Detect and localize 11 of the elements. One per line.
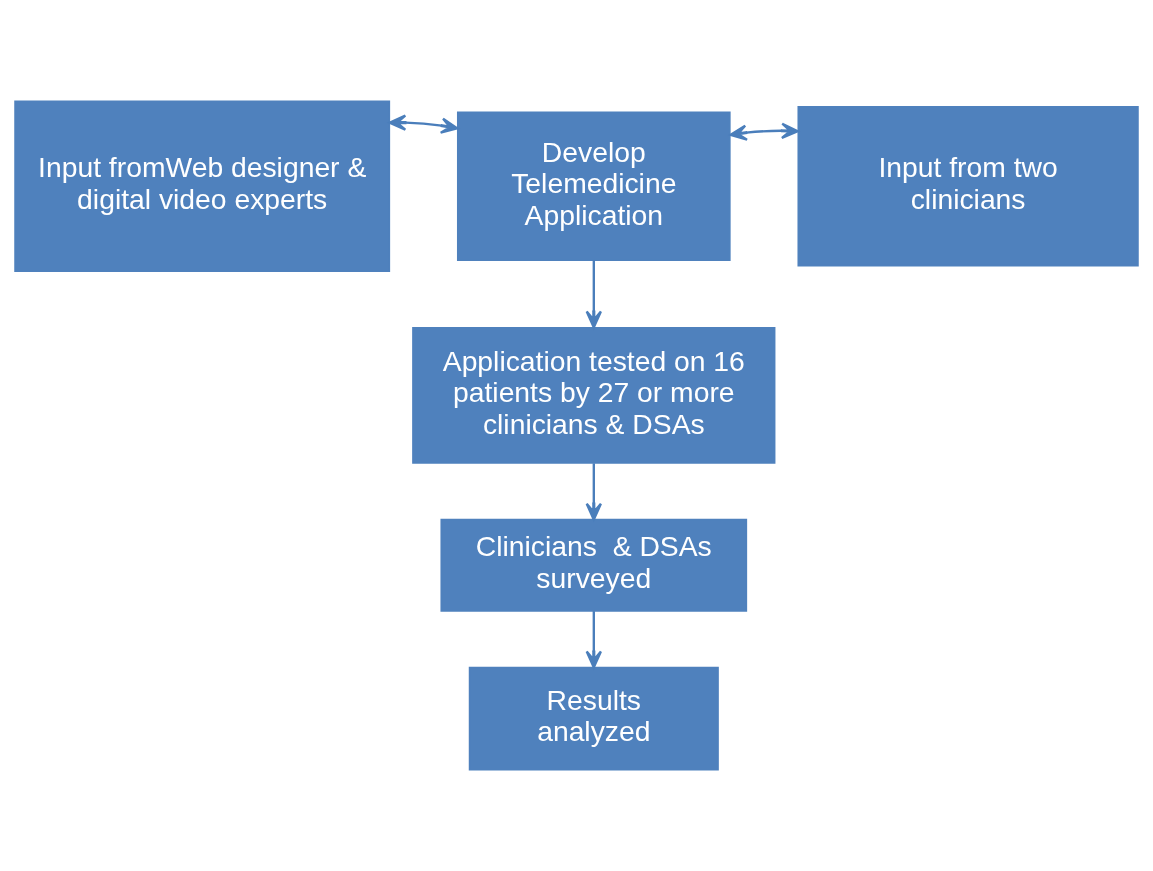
arrow — [388, 114, 459, 134]
node-box: Application tested on 16 patients by 27 or more clinicians & DSAs — [412, 327, 776, 464]
node-box: Results analyzed — [468, 666, 719, 771]
node-box: Develop Telemedicine Application — [456, 111, 731, 261]
arrow — [585, 260, 603, 329]
arrow — [729, 122, 799, 141]
node-box: Input from two clinicians — [797, 106, 1139, 267]
node-box: Clinicians & DSAs surveyed — [440, 518, 748, 612]
arrow — [585, 463, 603, 521]
arrow — [585, 611, 603, 669]
node-box: Input fromWeb designer & digital video experts — [14, 100, 391, 272]
